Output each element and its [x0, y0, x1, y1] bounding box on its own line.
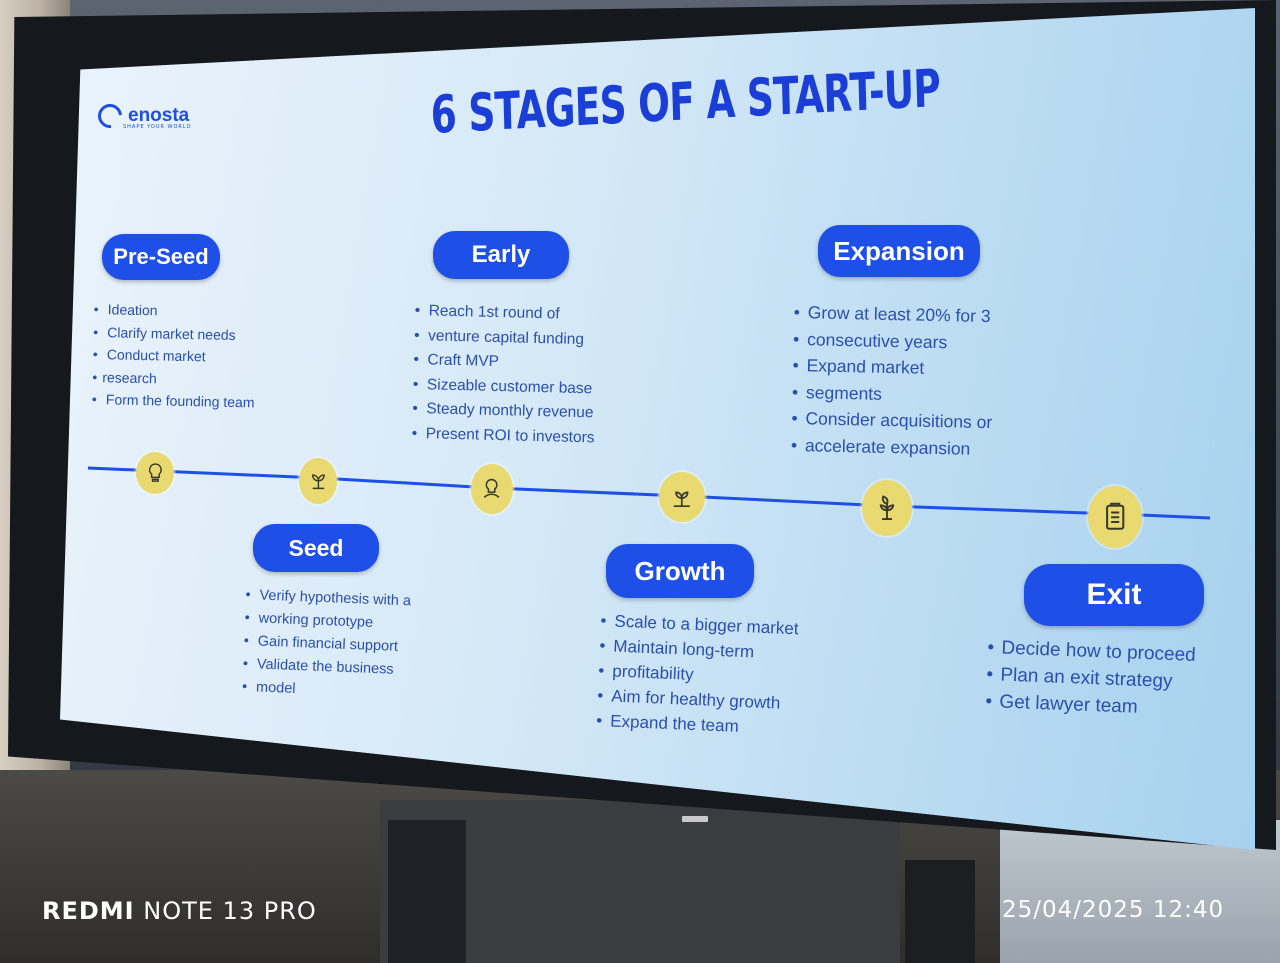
seedling-icon	[299, 458, 337, 504]
stage-exit-label: Exit	[1024, 564, 1204, 626]
list-item: segments	[792, 378, 993, 409]
camera-brand: REDMI	[42, 897, 135, 925]
list-item: consecutive years	[793, 325, 994, 356]
enosta-logo: enosta	[93, 99, 190, 133]
logo-mark-icon	[93, 99, 127, 133]
stage-expansion-label: Expansion	[818, 225, 980, 277]
stage-seed-list: Verify hypothesis with a working prototy…	[242, 584, 412, 705]
plant-icon	[862, 480, 912, 536]
stage-early-list: Reach 1st round of venture capital fundi…	[411, 299, 597, 450]
stage-seed-label: Seed	[253, 524, 379, 572]
list-item: accelerate expansion	[791, 431, 992, 462]
stage-growth-label: Growth	[606, 544, 754, 598]
list-item: Expand market	[792, 352, 993, 383]
monitor-brand-tag	[682, 816, 708, 822]
idea-hand-icon	[471, 464, 513, 514]
stage-growth-list: Scale to a bigger market Maintain long-t…	[596, 608, 799, 741]
clipboard-icon	[1088, 486, 1142, 548]
logo-text: enosta	[128, 105, 190, 126]
stage-expansion-list: Grow at least 20% for 3 consecutive year…	[791, 299, 995, 462]
photo-datetime: 25/04/2025 12:40	[1002, 897, 1225, 923]
logo-tagline: SHAPE YOUR WORLD	[123, 124, 192, 130]
monitor-stand	[388, 820, 466, 963]
list-item: Form the founding team	[92, 388, 255, 414]
stage-exit-list: Decide how to proceed Plan an exit strat…	[985, 634, 1196, 723]
lightbulb-icon	[136, 452, 174, 494]
sprout-icon	[659, 472, 705, 522]
list-item: Consider acquisitions or	[791, 405, 992, 436]
camera-model: NOTE 13 PRO	[143, 897, 317, 925]
camera-model-watermark: REDMI NOTE 13 PRO	[42, 897, 317, 925]
wall-panel	[380, 800, 900, 963]
stage-pre-seed-label: Pre-Seed	[102, 234, 220, 280]
stage-early-label: Early	[433, 231, 569, 279]
list-item: Present ROI to investors	[411, 421, 595, 450]
monitor-stand-right	[905, 860, 975, 963]
stage-pre-seed-list: Ideation Clarify market needs Conduct ma…	[92, 298, 257, 414]
list-item: Clarify market needs	[93, 320, 256, 346]
list-item: Grow at least 20% for 3	[793, 299, 994, 330]
